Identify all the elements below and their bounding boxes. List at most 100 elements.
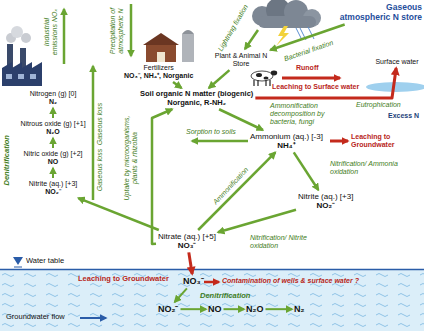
process-arrows [92,66,95,200]
flow-arrow [198,152,275,230]
species-node: Plant & Animal N Store [212,52,270,68]
flow-arrow [52,138,54,148]
node-text: NO₃⁻ [158,241,216,250]
node-text: NO₂⁻ [14,188,92,196]
farm [182,34,194,62]
factory [2,26,42,86]
species-node: Nitric oxide (g) [+2]NO [14,150,92,166]
flow-arrow [52,108,54,118]
process-label: Leaching to Groundwater [78,275,169,284]
species-node: Gaseous atmospheric N store [336,3,422,23]
node-text: Fertilizers [124,64,193,72]
node-text: Nitrogen (g) [0] [14,90,92,98]
flow-arrow [175,288,187,302]
species-node: Nitrogen (g) [0]N₂ [14,90,92,106]
node-text: N₂ [294,304,305,314]
factory [21,33,31,43]
process-label: Gaseous loss [96,103,104,145]
process-arrows [64,4,348,318]
process-label: Precipitation of atmospheric N [109,3,125,59]
species-node: Ammonium (aq.) [-3]NH₄⁺ [250,132,323,150]
groundwater [14,267,22,268]
node-text: Soil organic N matter (biogenic) [140,90,253,99]
farm [143,33,179,45]
node-text: Surface water [374,58,420,66]
farm [146,44,176,62]
process-label: Leaching to Groundwater [351,133,413,149]
process-label: Industrial emissions NOₓ [43,5,59,59]
species-node: Surface water [374,58,420,66]
factory [18,74,24,79]
farm [157,52,165,62]
groundwater [0,272,424,331]
process-label: Gaseous loss [96,149,104,191]
node-text: Norganic, R-NH₂ [140,99,253,108]
process-label: Ammonification [211,165,251,207]
process-label: Eutrophication [356,101,401,109]
process-label: Denitrification [200,292,250,301]
groundwater [0,257,424,331]
process-label: Nitrification/ Ammonia oxidation [330,160,410,176]
node-text: N₂O [246,304,264,314]
factory [30,74,36,79]
flow-arrow [173,82,181,88]
node-text: NO [208,304,222,314]
flow-arrow [209,70,230,88]
process-arrows [282,77,340,80]
flow-arrow [181,308,207,310]
process-arrows [330,140,348,143]
process-arrows [245,30,258,49]
node-text: N₂ [14,98,92,106]
node-text: Gaseous atmospheric N store [336,3,422,23]
species-node: NO [208,304,222,314]
node-text: N₂O [14,128,92,136]
cow [271,71,277,76]
factory [2,62,42,86]
farm [182,30,194,34]
node-text: NO₃⁻ [183,276,204,286]
flow-arrow [219,109,263,130]
node-text: Nitrate (aq.) [+5] [158,232,216,241]
factory [6,74,12,79]
cow [251,71,273,81]
species-node: Soil organic N matter (biogenic)Norganic… [140,90,253,107]
process-label: Groundwater flow [6,313,65,322]
cloud [252,0,321,46]
flow-arrow [152,109,172,244]
process-label: Contamination of wells & surface water ? [222,277,359,285]
process-label: Denitrification [3,135,12,185]
flow-arrow [224,308,245,310]
flow-arrow [189,252,192,274]
flow-arrow [218,210,296,232]
flow-arrow [52,168,54,178]
process-label: Water table [26,257,64,266]
process-arrows [130,4,133,56]
species-node: NO₃⁻ [183,276,204,286]
species-node: N₂ [294,304,305,314]
node-text: NH₄⁺ [250,141,323,150]
species-node: NO₂⁻ [158,304,179,314]
node-text: NO₃⁻, NH₄⁺, Norganic [124,72,193,80]
process-label: Runoff [296,64,319,72]
flow-arrow [78,198,158,230]
node-text: NO [14,158,92,166]
process-label: Sorption to soils [186,128,236,136]
cow [254,80,270,86]
flow-arrow [294,152,319,190]
factory [11,26,23,38]
node-text: Plant & Animal N Store [212,52,270,68]
node-text: Ammonium (aq.) [-3] [250,132,323,141]
species-node: Nitrite (aq.) [+3]NO₂⁻ [14,180,92,196]
species-node: N₂O [246,304,264,314]
process-label: Nitrification/ Nitrite oxidation [250,234,330,250]
process-label: Ammonification decomposition by bacteria… [270,102,352,126]
node-text: Nitrous oxide (g) [+1] [14,120,92,128]
process-arrows [80,317,106,319]
node-text: Nitric oxide (g) [+2] [14,150,92,158]
process-arrows [192,140,248,143]
species-node: Nitrate (aq.) [+5]NO₃⁻ [158,232,216,250]
node-text: NO₂⁻ [298,201,353,210]
process-label: Excess N [388,112,419,120]
node-text: Nitrite (aq.) [+3] [298,192,353,201]
process-label: Uptake by microorganisms, plants & rhizo… [123,108,139,208]
